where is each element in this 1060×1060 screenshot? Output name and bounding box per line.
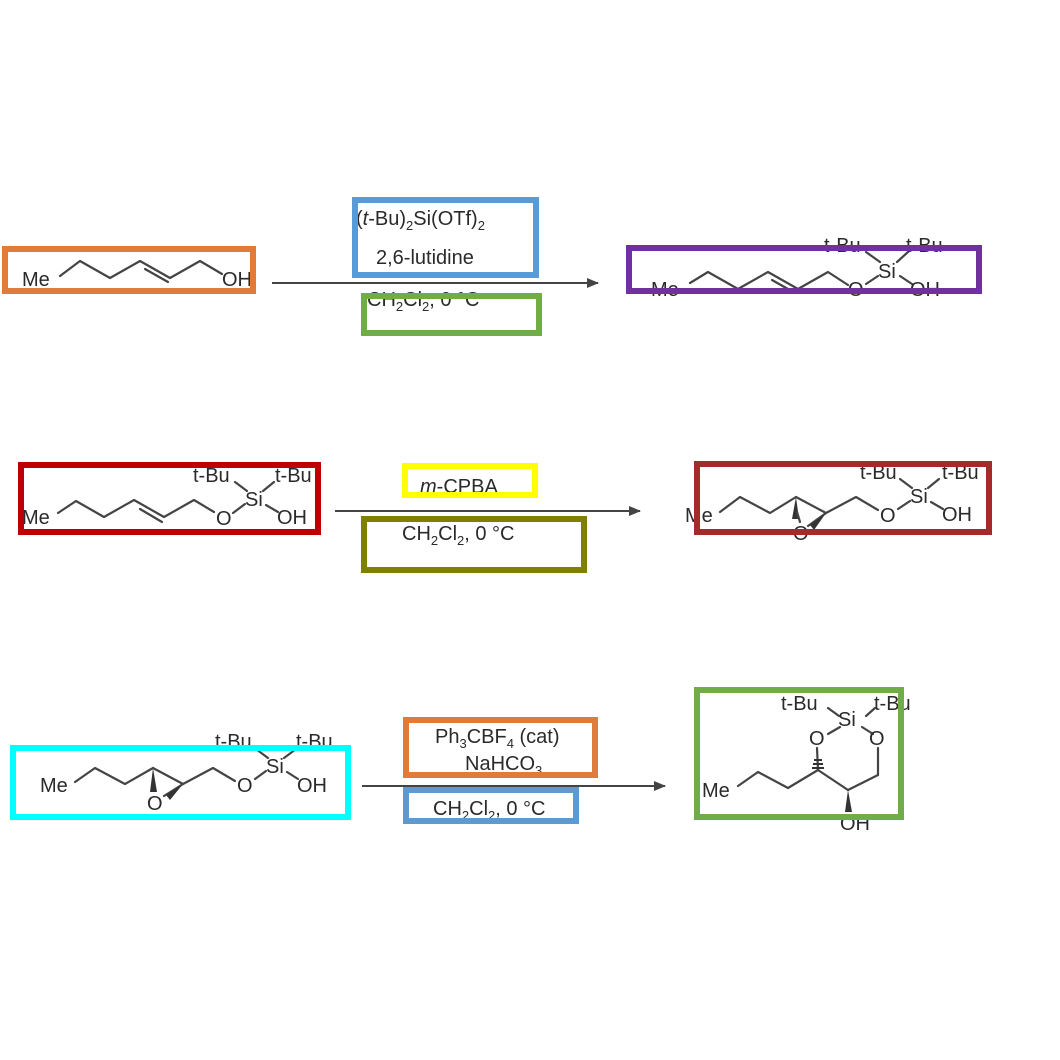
tert-butyl-label: t-Bu	[860, 462, 897, 484]
wedge-bond	[845, 790, 852, 812]
tert-butyl-label: t-Bu	[942, 462, 979, 484]
reagent-silyl-triflate: (t-Bu)2Si(OTf)2	[356, 208, 485, 233]
ring-oxygen-label: O	[809, 728, 825, 750]
reagent-sodium-bicarbonate: NaHCO3	[465, 753, 542, 778]
si-tbu-bond	[233, 480, 249, 493]
tert-butyl-label: t-Bu	[193, 465, 230, 487]
silicon-label: Si	[245, 489, 263, 511]
highlight-box-green	[361, 293, 542, 336]
reactant-hexenol: Me OH	[22, 259, 252, 291]
highlight-box-brown	[694, 461, 992, 535]
oxygen-label: O	[237, 775, 253, 797]
bond-chain	[181, 766, 237, 786]
bond-chain	[718, 495, 798, 515]
product-cyclic-silylene: t-Bu t-Bu Si O O Me OH	[702, 693, 911, 835]
wedge-bond	[150, 768, 157, 792]
silicon-label: Si	[878, 261, 896, 283]
hydroxyl-label: OH	[297, 775, 327, 797]
ring-cc-bond	[816, 768, 850, 792]
ring-oxygen-label: O	[869, 728, 885, 750]
oxygen-label: O	[880, 505, 896, 527]
highlight-box-purple	[626, 245, 982, 294]
hydroxyl-label: OH	[942, 504, 972, 526]
highlight-box-blue	[352, 197, 539, 278]
highlight-box-red	[18, 462, 321, 535]
bond-chain	[688, 270, 850, 291]
methyl-label: Me	[22, 507, 50, 529]
silicon-label: Si	[266, 756, 284, 778]
reagent-trityl-tetrafluoroborate: Ph3CBF4 (cat)	[435, 726, 560, 751]
highlight-box-olive	[361, 516, 587, 573]
si-tbu-bond	[261, 480, 276, 493]
ring-cc-bond	[846, 773, 880, 792]
si-oh-bond	[264, 503, 280, 514]
si-tbu-bond	[898, 477, 914, 490]
reaction-2: Me O Si OH t-Bu t-Bu m-CPBA CH2Cl2, 0 °C…	[18, 461, 992, 573]
highlight-box-yellow	[402, 463, 538, 498]
hydroxyl-label: OH	[222, 269, 252, 291]
double-bond-line	[143, 267, 170, 284]
reagent-lutidine: 2,6-lutidine	[376, 247, 474, 269]
double-bond-line	[138, 507, 164, 524]
bond-chain	[824, 495, 880, 515]
epoxide-co-bond	[806, 511, 828, 528]
si-tbu-bond	[864, 250, 882, 264]
reactant-silanol: Me O Si OH t-Bu t-Bu	[22, 465, 312, 530]
si-tbu-bond	[895, 250, 910, 264]
tert-butyl-label: t-Bu	[874, 693, 911, 715]
si-o-bond	[826, 725, 842, 736]
silicon-label: Si	[910, 486, 928, 508]
o-si-bond	[896, 499, 912, 511]
reaction-1: Me OH (t-Bu)2Si(OTf)2 2,6-lutidine CH2Cl…	[2, 197, 982, 336]
si-tbu-bond	[926, 477, 941, 490]
silicon-label: Si	[838, 709, 856, 731]
highlight-box-blue	[403, 787, 579, 824]
highlight-box-cyan	[10, 745, 351, 820]
methyl-label: Me	[702, 780, 730, 802]
reactant-epoxy-silanol: Me O O Si OH t-Bu t-Bu	[40, 731, 333, 815]
epoxide-cc-bond	[794, 495, 828, 515]
reaction-solvent-conditions: CH2Cl2, 0 °C	[402, 523, 514, 548]
methyl-label: Me	[40, 775, 68, 797]
o-si-bond	[253, 769, 268, 781]
methyl-label: Me	[22, 269, 50, 291]
wedge-bond	[166, 784, 183, 800]
highlight-box-orange	[2, 246, 256, 294]
si-tbu-bond	[864, 706, 877, 718]
si-tbu-bond	[826, 706, 841, 718]
reaction-solvent-conditions: CH2Cl2, 0 °C	[367, 289, 479, 314]
si-o-bond	[860, 725, 875, 736]
epoxide-co-bond	[795, 510, 802, 524]
tert-butyl-label: t-Bu	[275, 465, 312, 487]
bond-chain	[73, 766, 155, 786]
bond-chain	[56, 498, 216, 519]
hydroxyl-label: OH	[277, 507, 307, 529]
oxygen-label: O	[216, 508, 232, 530]
wedge-bond	[810, 513, 826, 530]
o-si-bond	[231, 502, 247, 515]
epoxide-co-bond	[162, 782, 185, 798]
reaction-solvent-conditions: CH2Cl2, 0 °C	[433, 798, 545, 823]
si-oh-bond	[929, 500, 945, 511]
si-oh-bond	[285, 770, 300, 781]
highlight-box-green	[694, 687, 904, 820]
tert-butyl-label: t-Bu	[781, 693, 818, 715]
o-si-bond	[864, 274, 880, 286]
si-oh-bond	[898, 274, 914, 286]
epoxide-oxygen-label: O	[147, 793, 163, 815]
epoxide-cc-bond	[151, 766, 185, 786]
reaction-3: Me O O Si OH t-Bu t-Bu Ph3CBF4 (cat) NaH…	[10, 687, 911, 835]
bond-chain	[58, 259, 224, 280]
highlight-box-orange	[403, 717, 598, 778]
bond-chain	[736, 768, 820, 790]
